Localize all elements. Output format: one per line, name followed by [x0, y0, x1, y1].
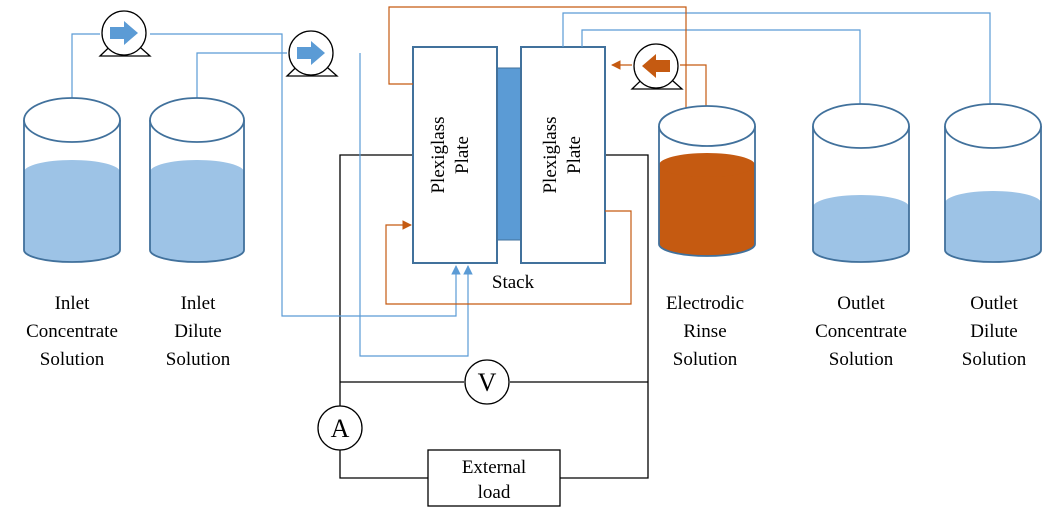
stack: Plexiglass Plate Plexiglass Plate Stack [412, 46, 606, 293]
label-line: Dilute [970, 321, 1018, 342]
ammeter-circle [317, 405, 363, 451]
flow-arrow-icon [110, 21, 138, 45]
external-load: External load [427, 449, 561, 507]
flow-arrow-icon [297, 41, 325, 65]
label-line: Rinse [683, 321, 726, 342]
tank-label-outlet-concentrate: Outlet Concentrate Solution [815, 293, 907, 370]
load-label-line2: load [478, 482, 511, 503]
pipe-rinse-return [385, 210, 632, 305]
wire-right-electrode [560, 154, 649, 479]
label-line: Dilute [174, 321, 222, 342]
membrane [496, 67, 522, 241]
label-line: Concentrate [26, 321, 118, 342]
liquid-surface [659, 153, 755, 177]
voltmeter: V [464, 359, 510, 405]
label-line: Solution [962, 349, 1027, 370]
left-plate-label-line2: Plate [452, 136, 473, 174]
load-box [427, 449, 561, 507]
tank-label-inlet-concentrate: Inlet Concentrate Solution [26, 293, 118, 370]
pipe-outlet-dilute [581, 29, 865, 125]
pipe-inlet-concentrate-to-stack [150, 33, 461, 317]
tank-rim [812, 103, 910, 149]
flow-arrow-icon [642, 54, 670, 78]
liquid-surface [150, 160, 244, 184]
pump-icon [630, 43, 684, 90]
tank-rim [23, 97, 121, 143]
tank-inlet-concentrate [23, 97, 121, 263]
label-line: Solution [40, 349, 105, 370]
label-line: Concentrate [815, 321, 907, 342]
blue-piping [71, 12, 995, 357]
stack-label: Stack [492, 272, 535, 293]
label-line: Outlet [837, 293, 885, 314]
tank-label-outlet-dilute: Outlet Dilute Solution [962, 293, 1027, 370]
right-plate-label-line2: Plate [564, 136, 585, 174]
liquid [150, 172, 244, 262]
tank-wall [658, 126, 756, 257]
left-plate-label-line1: Plexiglass [428, 116, 449, 193]
label-line: Outlet [970, 293, 1018, 314]
tank-wall [23, 120, 121, 263]
load-label-line1: External [462, 457, 526, 478]
pipe-inlet-dilute-to-stack [359, 53, 473, 357]
liquid [24, 172, 120, 262]
tank-outlet-dilute [944, 103, 1042, 263]
tank-wall [149, 120, 245, 263]
voltmeter-label: V [478, 368, 497, 397]
tank-outlet-concentrate [812, 103, 910, 263]
pump-icon [98, 10, 152, 57]
tank-label-inlet-dilute: Inlet Dilute Solution [166, 293, 231, 370]
liquid-surface [813, 195, 909, 219]
voltmeter-circle [464, 359, 510, 405]
right-plexiglass-plate [520, 46, 606, 264]
tank-label-electrodic-rinse: Electrodic Rinse Solution [666, 293, 744, 370]
right-plate-label-line1: Plexiglass [540, 116, 561, 193]
label-line: Electrodic [666, 293, 744, 314]
tank-rim [944, 103, 1042, 149]
tank-wall [812, 126, 910, 263]
liquid-surface [24, 160, 120, 184]
ammeter-label: A [331, 414, 350, 443]
tank-electrodic-rinse [658, 105, 756, 257]
liquid [945, 203, 1041, 262]
left-plexiglass-plate [412, 46, 498, 264]
pipe-rinse-to-top [388, 6, 691, 135]
tank-rim [149, 97, 245, 143]
ammeter: A [317, 405, 363, 451]
tank-wall [944, 126, 1042, 263]
label-line: Inlet [55, 293, 91, 314]
liquid-surface [945, 191, 1041, 215]
liquid [659, 165, 755, 256]
pipe-outlet-concentrate [562, 12, 995, 125]
label-line: Solution [829, 349, 894, 370]
tank-rim [658, 105, 756, 147]
tank-inlet-dilute [149, 97, 245, 263]
pump-icon [285, 30, 339, 77]
label-line: Inlet [181, 293, 217, 314]
label-line: Solution [166, 349, 231, 370]
label-line: Solution [673, 349, 738, 370]
liquid [813, 207, 909, 262]
